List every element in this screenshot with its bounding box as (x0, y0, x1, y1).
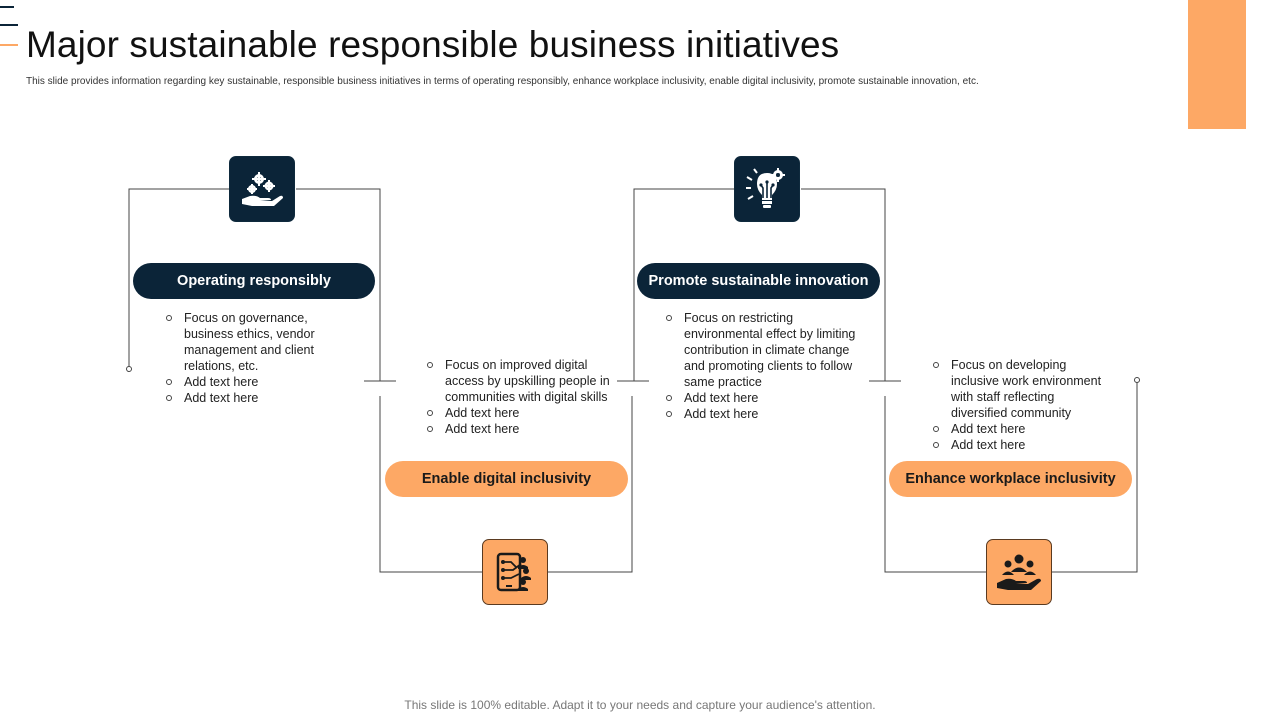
list-item: Focus on restricting environmental effec… (665, 310, 865, 390)
initiative-4-icon-box (986, 539, 1052, 605)
lightbulb-gear-icon (746, 168, 785, 208)
slide-title: Major sustainable responsible business i… (26, 24, 840, 65)
list-item: Add text here (426, 405, 612, 421)
list-item: Add text here (665, 390, 865, 406)
initiative-1-icon-box (229, 156, 295, 222)
initiative-3-bullets: Focus on restricting environmental effec… (665, 310, 865, 422)
list-item: Add text here (165, 390, 335, 406)
initiative-4-title: Enhance workplace inclusivity (905, 471, 1116, 487)
initiative-4-bullets: Focus on developing inclusive work envir… (932, 357, 1112, 453)
list-item: Focus on developing inclusive work envir… (932, 357, 1112, 421)
digital-network-people-icon (496, 552, 531, 592)
initiative-3-title-pill: Promote sustainable innovation (637, 263, 880, 299)
list-item: Add text here (932, 421, 1112, 437)
initiative-3-icon-box (734, 156, 800, 222)
initiative-2-title-pill: Enable digital inclusivity (385, 461, 628, 497)
list-item: Add text here (932, 437, 1112, 453)
initiative-2-title: Enable digital inclusivity (421, 471, 592, 487)
initiative-1-title: Operating responsibly (177, 273, 331, 289)
list-item: Add text here (165, 374, 335, 390)
initiative-4-title-pill: Enhance workplace inclusivity (889, 461, 1132, 497)
corner-decoration (0, 6, 18, 50)
list-item: Focus on improved digital access by upsk… (426, 357, 612, 405)
initiative-3-title: Promote sustainable innovation (648, 273, 869, 289)
list-item: Add text here (665, 406, 865, 422)
list-item: Focus on governance, business ethics, ve… (165, 310, 335, 374)
gears-on-hand-icon (242, 172, 283, 206)
initiative-2-icon-box (482, 539, 548, 605)
initiative-2-bullets: Focus on improved digital access by upsk… (426, 357, 612, 437)
accent-block (1188, 0, 1246, 129)
list-item: Add text here (426, 421, 612, 437)
slide-subtitle: This slide provides information regardin… (26, 76, 979, 87)
initiative-1-bullets: Focus on governance, business ethics, ve… (165, 310, 335, 406)
people-on-hand-icon (997, 554, 1041, 590)
slide-footer: This slide is 100% editable. Adapt it to… (404, 698, 876, 712)
initiative-1-title-pill: Operating responsibly (133, 263, 375, 299)
